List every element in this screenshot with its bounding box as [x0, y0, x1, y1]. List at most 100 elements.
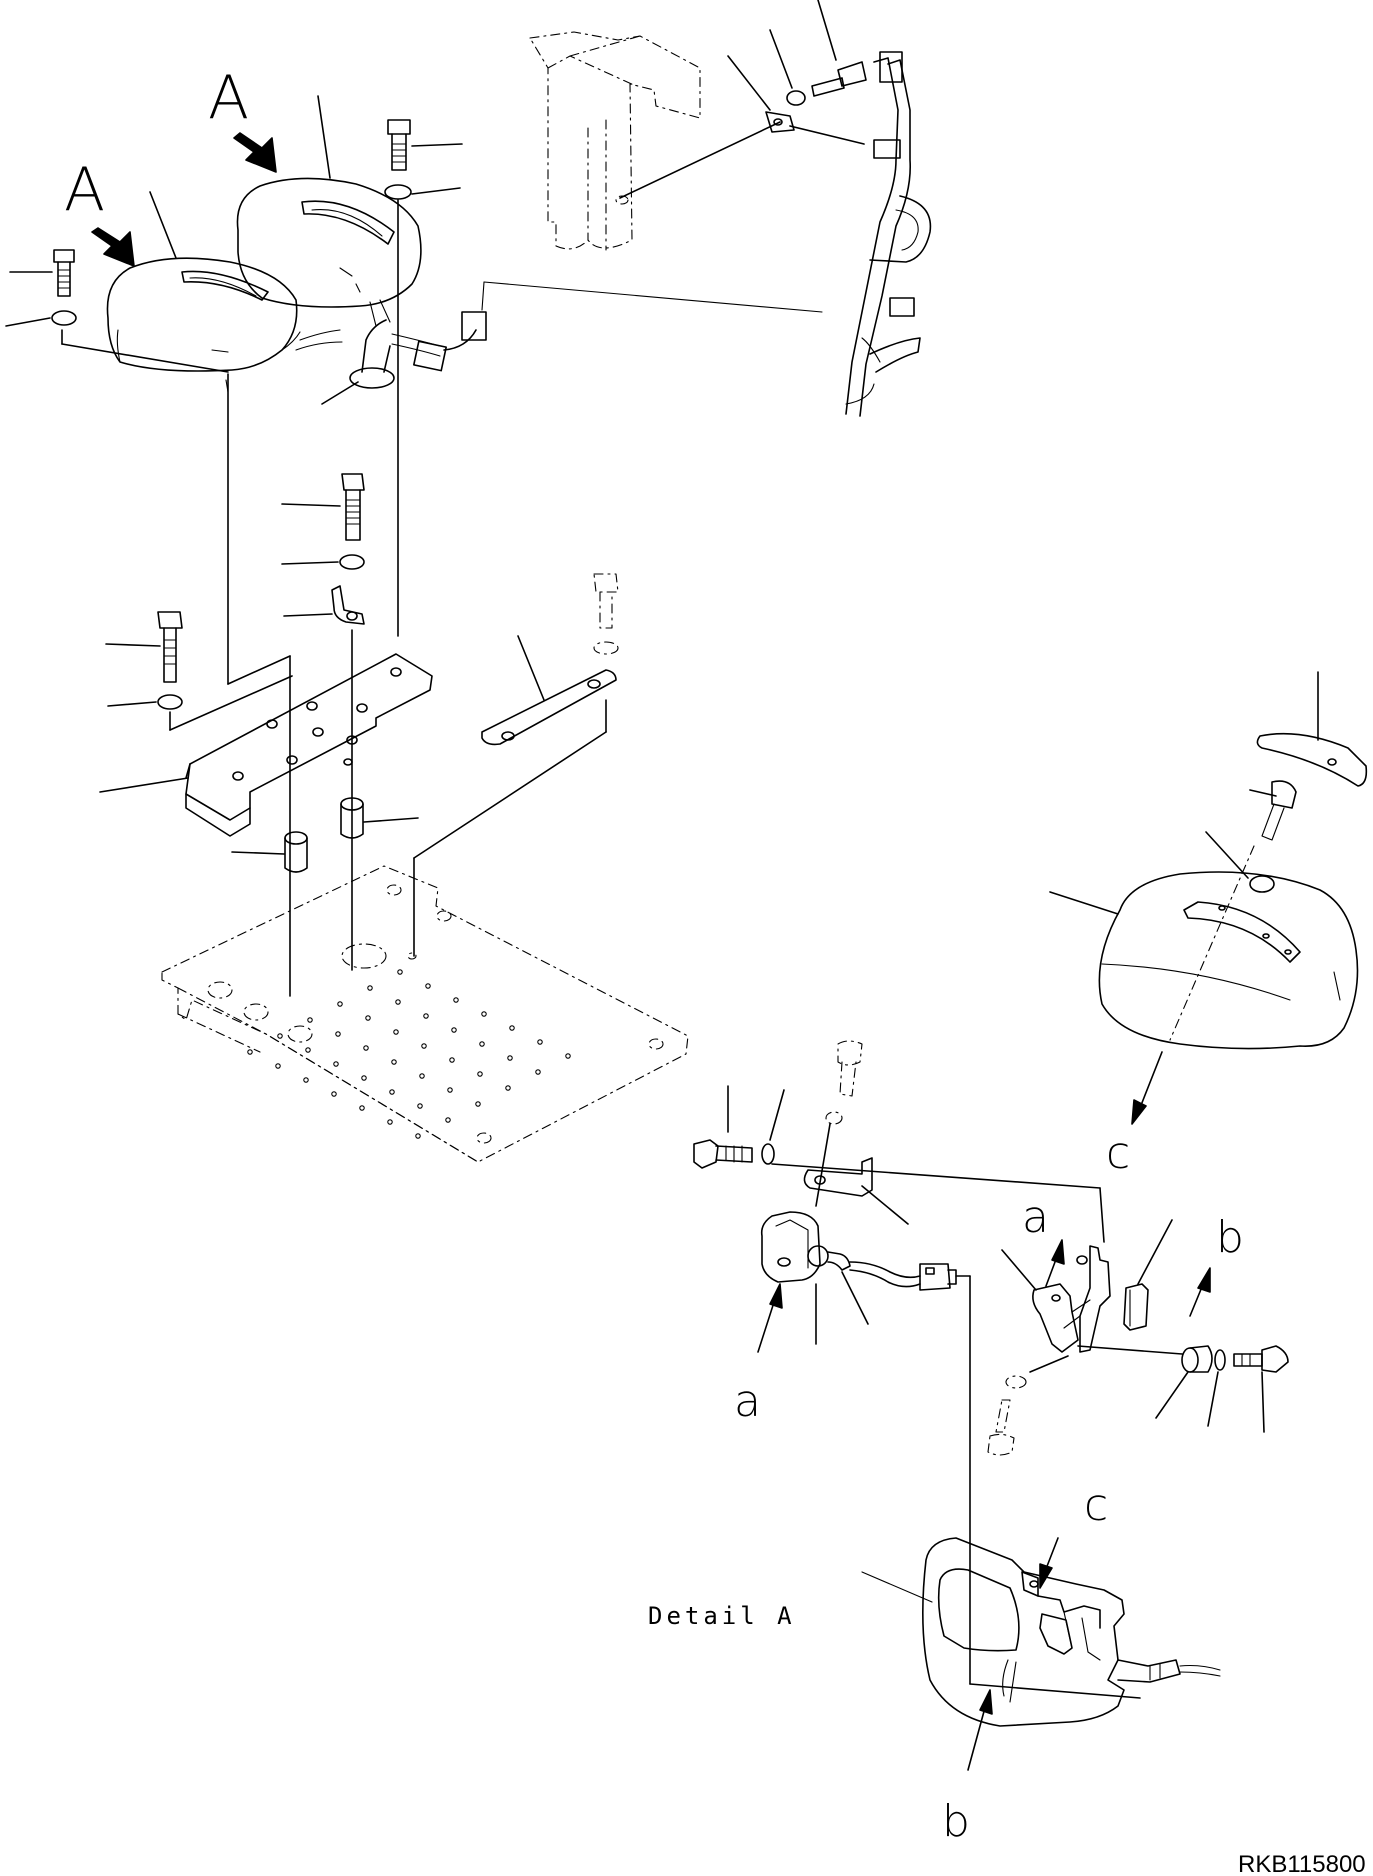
floor-plate-hole — [445, 1117, 451, 1123]
arrow-b-lower — [967, 1703, 987, 1771]
wiring-harness-short — [295, 299, 487, 389]
view-label-a-upper: A — [208, 63, 249, 133]
center-line-cover — [1169, 845, 1255, 1041]
leader-lines-detail — [727, 1085, 1265, 1699]
floor-plate-hole — [449, 1057, 455, 1063]
washer-detail-bottom — [1005, 1375, 1027, 1389]
washer-cover-right — [384, 184, 412, 200]
floor-plate-hole — [393, 1029, 399, 1035]
floor-plate-hole — [307, 1017, 313, 1023]
floor-plate-hole — [333, 1061, 339, 1067]
harness-clip — [765, 111, 795, 133]
arrow-c-upper-head — [1131, 1099, 1147, 1125]
arrow-b-upper-head — [1197, 1267, 1211, 1293]
washer-collar — [1214, 1349, 1226, 1371]
floor-plate-hole-grid — [247, 969, 571, 1139]
mounting-plate — [185, 653, 433, 837]
bolt-detail-horizontal — [693, 1139, 753, 1169]
bolt-cover-bar — [593, 573, 619, 629]
bolt-cover-left — [53, 249, 75, 297]
floor-plate-hole — [361, 1075, 367, 1081]
floor-plate-hole — [481, 1011, 487, 1017]
switch-bracket — [803, 1157, 873, 1197]
floor-plate-hole — [335, 1031, 341, 1037]
console-cover-right — [236, 177, 422, 308]
floor-plate-hole — [565, 1053, 571, 1059]
leader-harness-to-plug — [483, 281, 823, 313]
floor-plate-hole — [277, 1033, 283, 1039]
floor-plate-hole — [451, 1027, 457, 1033]
floor-plate-hole — [391, 1059, 397, 1065]
bolt-collar — [1233, 1345, 1289, 1373]
floor-plate-phantom — [161, 865, 689, 1163]
floor-plate-hole — [365, 1015, 371, 1021]
floor-plate-hole — [537, 1039, 543, 1045]
view-direction-arrow-upper — [233, 132, 277, 173]
cover-bar — [481, 669, 617, 746]
console-cover-left — [106, 257, 301, 393]
switch-wire — [849, 1261, 957, 1291]
bolt-cover-cap — [1261, 780, 1297, 841]
floor-plate-hole — [363, 1045, 369, 1051]
bolt-mid-upper — [341, 473, 365, 541]
floor-plate-hole — [247, 1049, 253, 1055]
detail-title: Detail A — [648, 1602, 796, 1630]
damper-pad — [1123, 1283, 1149, 1331]
detail-letter-b-upper: b — [1216, 1212, 1244, 1263]
bolt-clip — [811, 61, 867, 97]
collar — [1181, 1345, 1213, 1373]
floor-plate-hole — [425, 983, 431, 989]
detail-letter-c-lower: c — [1084, 1480, 1108, 1531]
rear-bracket-phantom — [529, 31, 701, 251]
leader-cover-shell — [861, 1571, 933, 1603]
detail-letter-c-upper: c — [1106, 1128, 1130, 1179]
detail-letter-b-lower: b — [942, 1796, 970, 1847]
console-cover-assembled — [1098, 871, 1359, 1050]
assembly-lines-mid — [61, 199, 607, 997]
floor-plate-hole — [359, 1105, 365, 1111]
washer-mid-left — [157, 694, 183, 710]
bolt-cover-right — [387, 119, 411, 171]
floor-plate-hole — [423, 1013, 429, 1019]
washer-detail-left — [761, 1143, 775, 1165]
switch-body — [760, 1211, 851, 1283]
washer-clip — [786, 90, 806, 106]
detail-letter-a-lower: a — [734, 1376, 761, 1427]
bolt-detail-vertical — [837, 1040, 863, 1097]
floor-plate-hole — [479, 1041, 485, 1047]
floor-plate-hole — [453, 997, 459, 1003]
cover-cap — [1256, 732, 1368, 787]
floor-plate-hole — [509, 1025, 515, 1031]
arrow-c-lower-head — [1039, 1563, 1053, 1589]
leader-lines-right-top — [1049, 671, 1319, 915]
floor-plate-hole — [419, 1073, 425, 1079]
floor-plate-hole — [507, 1055, 513, 1061]
switch-lever-bracket — [1032, 1245, 1111, 1353]
small-bracket-mid — [331, 585, 365, 625]
floor-plate-hole — [337, 1001, 343, 1007]
floor-plate-hole — [331, 1091, 337, 1097]
washer-cover-left — [51, 310, 77, 326]
floor-plate-hole — [389, 1089, 395, 1095]
floor-plate-hole — [475, 1101, 481, 1107]
floor-plate-hole — [447, 1087, 453, 1093]
washer-mid-upper — [339, 554, 365, 570]
view-label-a-lower: A — [64, 155, 105, 225]
floor-plate-hole — [275, 1063, 281, 1069]
washer-cover-cap — [1249, 875, 1275, 893]
washer-cover-bar — [593, 641, 619, 655]
drawing-code: RKB115800 — [1238, 1851, 1366, 1876]
detail-letter-a-upper: a — [1022, 1192, 1049, 1243]
wiring-harness-main — [845, 51, 932, 417]
floor-plate-hole — [417, 1103, 423, 1109]
view-direction-arrow-lower — [91, 227, 135, 267]
floor-plate-hole — [535, 1069, 541, 1075]
floor-plate-hole — [477, 1071, 483, 1077]
spacer-left — [284, 831, 308, 873]
cover-shell — [922, 1537, 1221, 1727]
leader-harness-to-plug-b — [481, 281, 485, 311]
leader-lines-top — [619, 0, 865, 199]
floor-plate-hole — [303, 1077, 309, 1083]
arrow-a-upper-head — [1051, 1239, 1065, 1265]
